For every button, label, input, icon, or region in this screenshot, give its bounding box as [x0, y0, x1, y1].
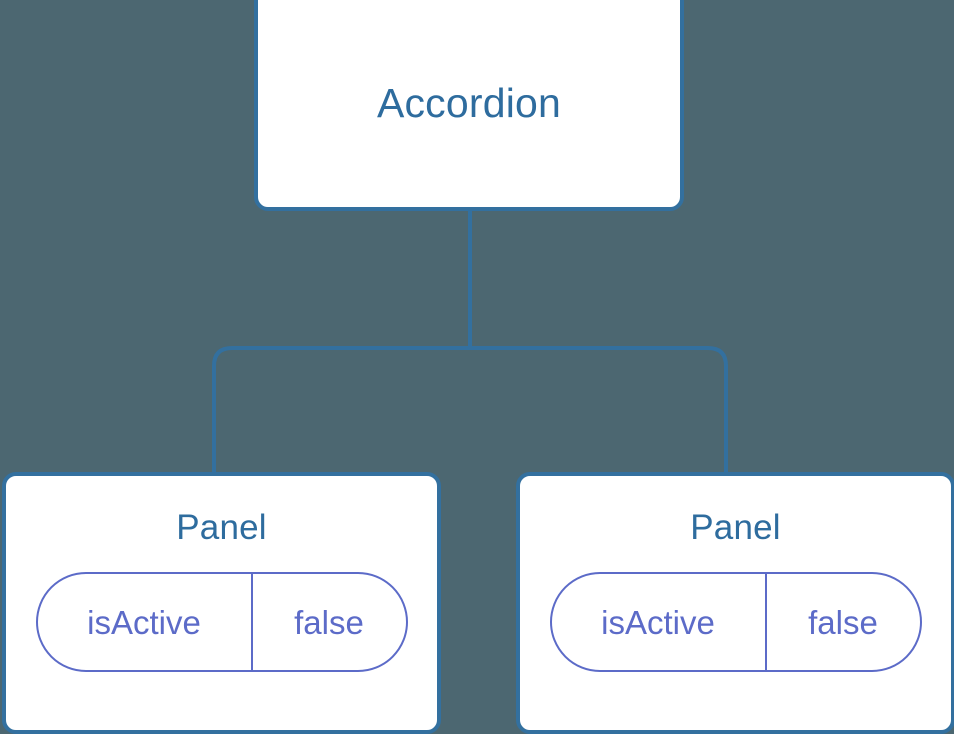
prop-key: isActive [552, 574, 767, 670]
tree-node-accordion[interactable]: Accordion [254, 0, 684, 211]
prop-pill[interactable]: isActive false [35, 572, 408, 672]
tree-node-panel-0[interactable]: Panel isActive false [2, 472, 441, 734]
prop-pill[interactable]: isActive false [549, 572, 922, 672]
tree-node-panel-1[interactable]: Panel isActive false [516, 472, 954, 734]
prop-value: false [808, 603, 878, 641]
prop-value: false [294, 603, 364, 641]
connector-branch-right [470, 346, 728, 474]
prop-key: isActive [38, 574, 253, 670]
node-title: Accordion [376, 80, 562, 126]
node-title: Panel [176, 508, 267, 547]
node-title: Panel [690, 508, 781, 547]
connector-branch-left [212, 346, 470, 474]
